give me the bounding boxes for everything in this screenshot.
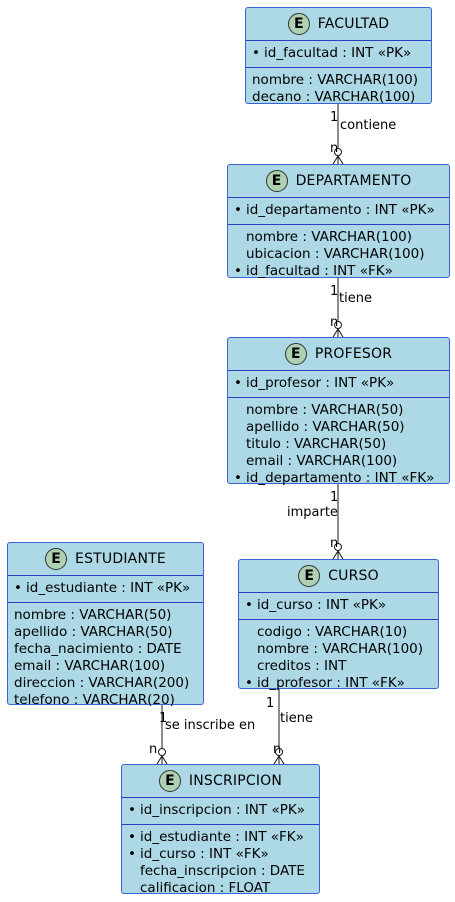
entity-estudiante: E ESTUDIANTE •id_estudiante : INT «PK» n… <box>7 542 204 708</box>
attributes-section: nombre : VARCHAR(100) ubicacion : VARCHA… <box>228 225 449 285</box>
entity-departamento: E DEPARTAMENTO •id_departamento : INT «P… <box>227 164 450 279</box>
relation-label-tiene: tiene <box>339 291 372 306</box>
attribute-row: •id_estudiante : INT «FK» <box>128 829 304 845</box>
entity-badge-icon: E <box>284 343 307 365</box>
entity-curso: E CURSO •id_curso : INT «PK» codigo : VA… <box>238 559 439 691</box>
attribute-row: •id_curso : INT «PK» <box>245 597 387 613</box>
attribute-row: nombre : VARCHAR(100) <box>257 641 424 657</box>
entity-facultad: E FACULTAD •id_facultad : INT «PK» nombr… <box>245 7 432 105</box>
attribute-row: •id_departamento : INT «PK» <box>234 202 435 218</box>
entity-badge-icon: E <box>298 565 321 587</box>
se-inscribe-en-crowfoot-right <box>161 755 168 765</box>
imparte-optional-marker <box>334 543 342 551</box>
attribute-row: telefono : VARCHAR(20) <box>14 692 175 708</box>
attribute-row: creditos : INT <box>257 658 347 674</box>
entity-header: E CURSO <box>239 560 438 592</box>
attribute-row: •id_departamento : INT «FK» <box>234 470 435 486</box>
attribute-row: •id_estudiante : INT «PK» <box>14 580 191 596</box>
imparte-crowfoot-right <box>337 550 344 560</box>
relation-label-imparte: imparte <box>287 505 338 520</box>
attribute-row: nombre : VARCHAR(100) <box>246 229 413 245</box>
contiene-crowfoot-right <box>337 155 344 165</box>
entity-name: ESTUDIANTE <box>75 551 166 567</box>
imparte-crowfoot-left <box>332 550 339 560</box>
tiene-profesor-crowfoot-left <box>332 328 339 338</box>
pk-section: •id_inscripcion : INT «PK» <box>122 798 319 824</box>
attribute-row: apellido : VARCHAR(50) <box>14 624 173 640</box>
attribute-row: nombre : VARCHAR(100) <box>252 72 419 88</box>
cardinality-one: 1 <box>266 696 275 711</box>
relation-label-contiene: contiene <box>340 118 397 133</box>
se-inscribe-en-crowfoot-left <box>156 755 163 765</box>
attribute-row: calificacion : FLOAT <box>140 880 271 896</box>
entity-profesor: E PROFESOR •id_profesor : INT «PK» nombr… <box>227 337 450 486</box>
entity-name: INSCRIPCION <box>188 773 283 789</box>
entity-header: E ESTUDIANTE <box>8 543 203 575</box>
attribute-row: •id_inscripcion : INT «PK» <box>128 802 305 818</box>
cardinality-many: n <box>273 742 282 757</box>
entity-header: E DEPARTAMENTO <box>228 165 449 197</box>
tiene-curso-optional-marker <box>275 748 283 756</box>
attribute-row: titulo : VARCHAR(50) <box>246 436 387 452</box>
tiene-curso-crowfoot-left <box>273 755 280 765</box>
attribute-row: ubicacion : VARCHAR(100) <box>246 246 425 262</box>
tiene-curso-crowfoot-right <box>278 755 285 765</box>
entity-inscripcion: E INSCRIPCION •id_inscripcion : INT «PK»… <box>121 764 320 896</box>
attribute-row: •id_curso : INT «FK» <box>128 846 269 862</box>
cardinality-many: n <box>330 141 339 156</box>
attribute-row: direccion : VARCHAR(200) <box>14 675 190 691</box>
attribute-row: decano : VARCHAR(100) <box>252 89 416 105</box>
attribute-row: •id_profesor : INT «FK» <box>245 675 405 691</box>
entity-name: PROFESOR <box>314 346 393 362</box>
entity-badge-icon: E <box>265 170 288 192</box>
attributes-section: •id_estudiante : INT «FK» •id_curso : IN… <box>122 825 319 902</box>
attribute-row: apellido : VARCHAR(50) <box>246 419 405 435</box>
pk-section: •id_departamento : INT «PK» <box>228 198 449 224</box>
entity-badge-icon: E <box>45 548 68 570</box>
pk-section: •id_profesor : INT «PK» <box>228 371 449 397</box>
cardinality-many: n <box>149 742 158 757</box>
cardinality-one: 1 <box>159 711 168 726</box>
relation-label-se-inscribe-en: se inscribe en <box>165 718 256 733</box>
entity-name: FACULTAD <box>317 16 390 32</box>
attributes-section: codigo : VARCHAR(10) nombre : VARCHAR(10… <box>239 620 438 697</box>
cardinality-many: n <box>330 315 339 330</box>
entity-badge-icon: E <box>158 770 181 792</box>
attribute-row: fecha_nacimiento : DATE <box>14 641 182 657</box>
entity-badge-icon: E <box>287 13 310 35</box>
attribute-row: codigo : VARCHAR(10) <box>257 624 408 640</box>
pk-section: •id_facultad : INT «PK» <box>246 41 431 67</box>
attribute-row: email : VARCHAR(100) <box>246 453 398 469</box>
attributes-section: nombre : VARCHAR(50) apellido : VARCHAR(… <box>8 603 203 714</box>
attribute-row: nombre : VARCHAR(50) <box>246 402 404 418</box>
entity-header: E PROFESOR <box>228 338 449 370</box>
pk-section: •id_estudiante : INT «PK» <box>8 576 203 602</box>
contiene-optional-marker <box>334 148 342 156</box>
attributes-section: nombre : VARCHAR(50) apellido : VARCHAR(… <box>228 398 449 492</box>
tiene-profesor-optional-marker <box>334 321 342 329</box>
cardinality-one: 1 <box>330 284 339 299</box>
entity-name: CURSO <box>328 568 379 584</box>
attribute-row: email : VARCHAR(100) <box>14 658 166 674</box>
entity-name: DEPARTAMENTO <box>295 173 412 189</box>
relation-label-tiene: tiene <box>280 711 313 726</box>
attribute-row: fecha_inscripcion : DATE <box>140 863 305 879</box>
entity-header: E INSCRIPCION <box>122 765 319 797</box>
pk-section: •id_curso : INT «PK» <box>239 593 438 619</box>
attribute-row: •id_facultad : INT «PK» <box>252 45 412 61</box>
cardinality-many: n <box>330 536 339 551</box>
cardinality-one: 1 <box>330 110 339 125</box>
attribute-row: •id_profesor : INT «PK» <box>234 375 395 391</box>
attribute-row: •id_facultad : INT «FK» <box>234 263 393 279</box>
entity-header: E FACULTAD <box>246 8 431 40</box>
cardinality-one: 1 <box>330 490 339 505</box>
attribute-row: nombre : VARCHAR(50) <box>14 607 172 623</box>
tiene-profesor-crowfoot-right <box>337 328 344 338</box>
se-inscribe-en-optional-marker <box>158 748 166 756</box>
attributes-section: nombre : VARCHAR(100) decano : VARCHAR(1… <box>246 68 431 111</box>
contiene-crowfoot-left <box>332 155 339 165</box>
